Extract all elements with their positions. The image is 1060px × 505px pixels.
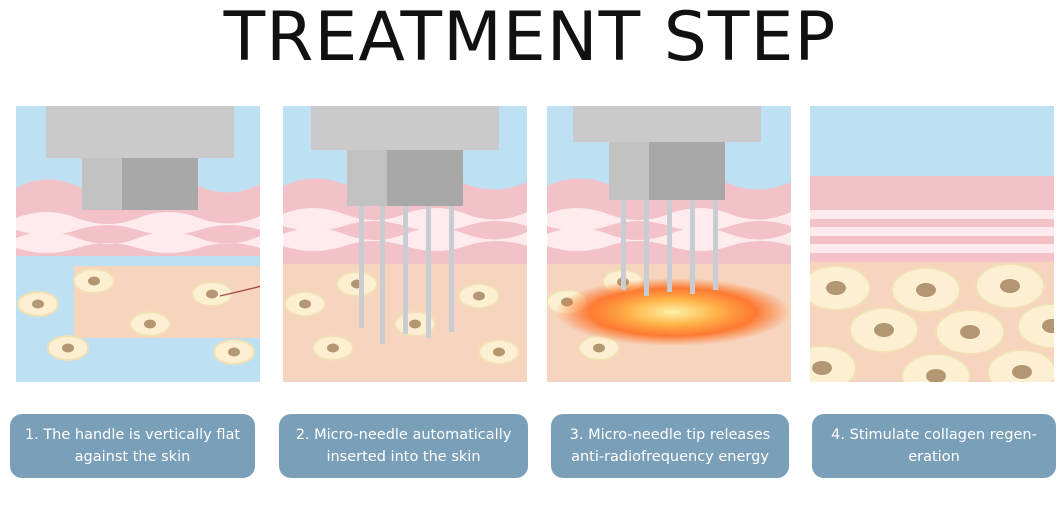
step-2-caption-line-1: 2. Micro-needle automatically [295,427,512,443]
regenerated-collagen-cell [810,345,857,382]
collagen-cell [458,283,500,309]
collagen-cell [191,281,233,307]
step-1-caption: 1. The handle is vertically flat against… [10,414,255,478]
regenerated-collagen-cell [849,307,919,353]
skin-stripe [810,244,1054,253]
regenerated-collagen-cell [975,263,1045,309]
skin-wave-band [16,212,260,235]
epidermis-layer [16,179,260,256]
step-2-caption: 2. Micro-needle automatically inserted i… [279,414,528,478]
collagen-cell [312,335,354,361]
step-1-caption-line-2: against the skin [74,449,191,465]
step-2-caption-line-2: inserted into the skin [326,449,481,465]
skin-stripe [810,227,1054,236]
micro-needles [359,204,454,344]
annotation-pointer [219,285,260,297]
regenerated-collagen-cell [935,309,1005,355]
collagen-cell [73,268,115,294]
skin-wave-band [16,232,260,253]
step-4-caption-line-2: eration [908,449,960,465]
collagen-cell [129,311,171,337]
regenerated-collagen-cell [1017,303,1054,349]
step-2-illustration [283,106,527,382]
regenerated-collagen-cell [891,267,961,313]
collagen-cell [336,271,378,297]
skin-stripe [810,210,1054,219]
step-3-illustration [547,106,791,382]
step-3-caption-line-2: anti-radiofrequency energy [571,449,769,465]
regenerated-collagen-cell [987,349,1054,382]
page-title: TREATMENT STEP [223,0,837,77]
regenerated-collagen-cell [901,353,971,382]
step-4-caption-line-1: 4. Stimulate collagen regen- [831,427,1037,443]
step-1-illustration: collagen [16,106,260,382]
collagen-cell [284,291,326,317]
radiofrequency-heat-glow [555,278,791,346]
collagen-cell [47,335,89,361]
device-head [573,106,761,200]
collagen-cell [478,339,520,365]
regenerated-collagen-cell [810,265,871,311]
step-3-caption: 3. Micro-needle tip releases anti-radiof… [551,414,789,478]
collagen-cell [213,339,255,365]
device-head [46,106,234,210]
step-1-caption-line-1: 1. The handle is vertically flat [24,427,241,443]
sky-background [810,106,1054,176]
step-4-caption: 4. Stimulate collagen regen- eration [812,414,1056,478]
micro-needles [621,198,718,296]
step-4-illustration [810,106,1054,382]
device-head [311,106,499,206]
collagen-cell [17,291,59,317]
step-3-caption-line-1: 3. Micro-needle tip releases [569,427,771,443]
